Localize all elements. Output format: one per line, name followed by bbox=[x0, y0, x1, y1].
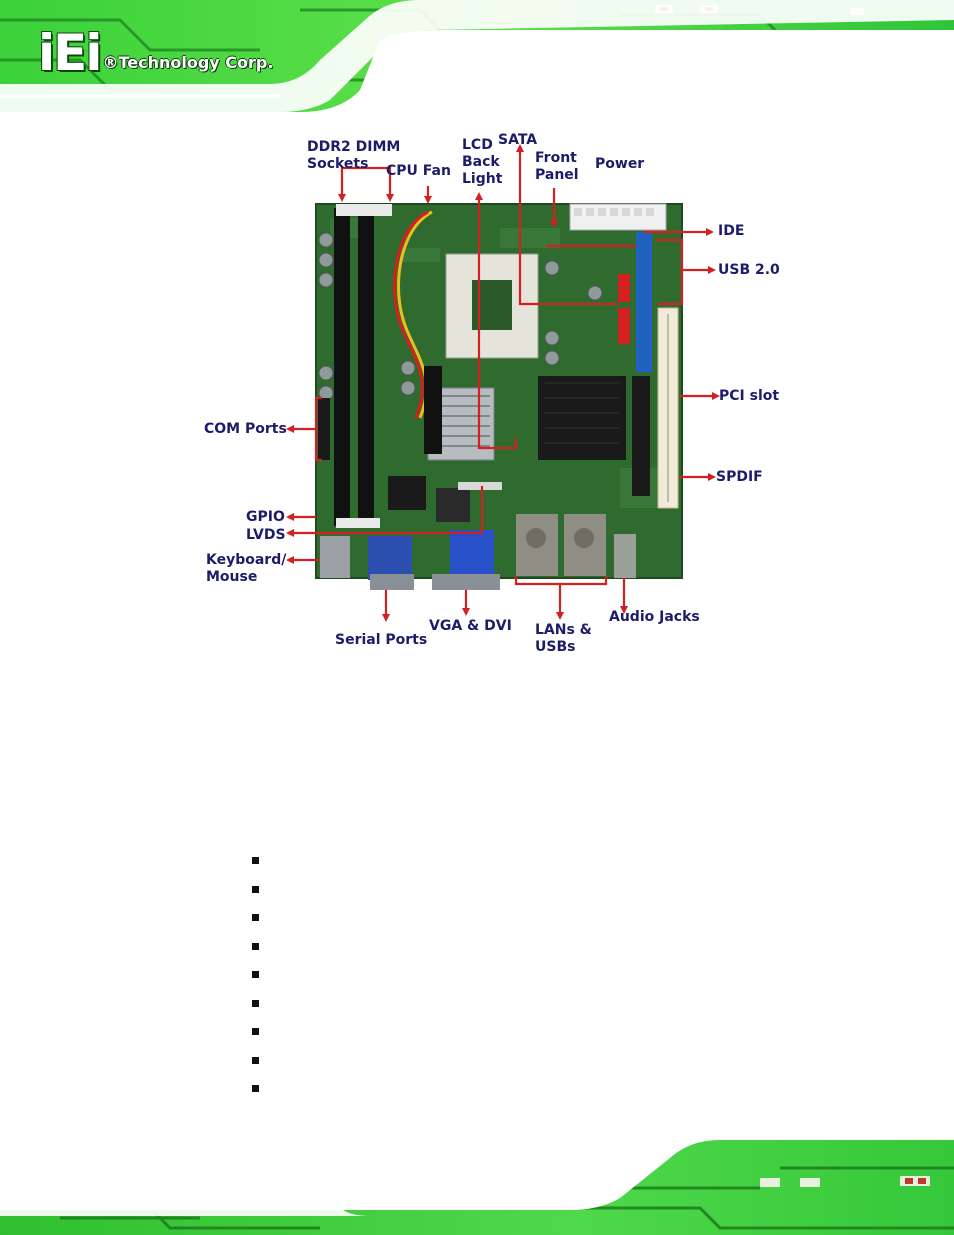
label-pci-slot: PCI slot bbox=[719, 388, 780, 404]
label-audio-jacks: Audio Jacks bbox=[609, 609, 700, 625]
sata-connector-2 bbox=[618, 308, 630, 344]
list-item bbox=[252, 968, 259, 997]
bullet-square-icon bbox=[252, 971, 259, 978]
pcb-footer-graphic bbox=[0, 1128, 954, 1235]
bullet-square-icon bbox=[252, 942, 259, 950]
motherboard-figure: DDR2 DIMM Sockets CPU Fan LCD Back Light… bbox=[200, 128, 800, 668]
ide-connector bbox=[636, 232, 652, 372]
label-sata: SATA bbox=[498, 132, 538, 148]
label-ide: IDE bbox=[718, 223, 745, 239]
list-item bbox=[252, 883, 259, 912]
label-front-panel: Front Panel bbox=[535, 150, 579, 183]
label-usb-2-0: USB 2.0 bbox=[718, 262, 780, 278]
label-power: Power bbox=[595, 156, 645, 172]
bullet-square-icon bbox=[252, 914, 259, 921]
label-spdif: SPDIF bbox=[716, 469, 763, 485]
list-item bbox=[252, 940, 259, 969]
bullet-square-icon bbox=[252, 885, 259, 893]
ps2-ports bbox=[320, 536, 350, 578]
chipset bbox=[538, 376, 626, 460]
label-lcd-back-light: LCD Back Light bbox=[462, 137, 503, 187]
company-logo: iEi ®Technology Corp. bbox=[38, 28, 273, 78]
label-com-ports: COM Ports bbox=[204, 421, 287, 437]
power-connector bbox=[569, 203, 667, 231]
bullet-square-icon bbox=[252, 1085, 259, 1092]
iei-logo-mark: iEi bbox=[38, 24, 102, 82]
feature-bullet-list bbox=[252, 854, 259, 1111]
serial-port-connector bbox=[368, 536, 412, 580]
list-item bbox=[252, 997, 259, 1026]
bullet-square-icon bbox=[252, 999, 259, 1007]
motherboard-diagram bbox=[286, 144, 720, 622]
dimm-socket-1 bbox=[334, 208, 350, 526]
page-footer bbox=[0, 1128, 954, 1235]
page-header: iEi ®Technology Corp. bbox=[0, 0, 954, 112]
audio-jacks bbox=[614, 534, 636, 578]
pcb-header-graphic bbox=[0, 0, 954, 112]
label-gpio: GPIO bbox=[246, 509, 285, 525]
com-header bbox=[318, 398, 330, 460]
label-cpu-fan: CPU Fan bbox=[386, 163, 451, 179]
company-name: ®Technology Corp. bbox=[102, 53, 274, 72]
dimm-socket-2 bbox=[358, 208, 374, 526]
label-lvds: LVDS bbox=[246, 527, 286, 543]
label-ddr2-dimm-sockets: DDR2 DIMM Sockets bbox=[307, 139, 401, 172]
vga-dvi-connector bbox=[450, 530, 494, 578]
bullet-square-icon bbox=[252, 1056, 259, 1064]
list-item bbox=[252, 854, 259, 883]
list-item bbox=[252, 1025, 259, 1054]
label-serial-ports: Serial Ports bbox=[335, 632, 428, 648]
list-item bbox=[252, 1054, 259, 1083]
sata-connector-1 bbox=[618, 274, 630, 302]
label-lans-usbs: LANs & USBs bbox=[535, 622, 592, 655]
list-item bbox=[252, 911, 259, 940]
list-item bbox=[252, 1082, 259, 1111]
label-keyboard-mouse: Keyboard/ Mouse bbox=[206, 552, 287, 585]
bullet-square-icon bbox=[252, 857, 259, 864]
label-vga-dvi: VGA & DVI bbox=[429, 618, 512, 634]
bullet-square-icon bbox=[252, 1028, 259, 1035]
